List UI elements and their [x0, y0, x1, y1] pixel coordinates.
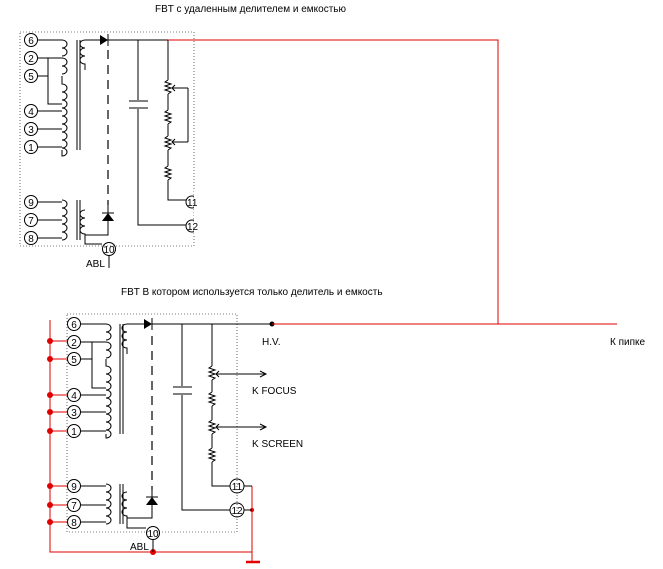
bottom-right-pins: 11 12 [229, 478, 252, 518]
ground-junctions [47, 338, 254, 555]
bottom-fbt-schematic: FBT В котором используется только делите… [47, 287, 646, 564]
bottom-pin-3-label: 3 [71, 408, 77, 419]
top-pin-1-label: 1 [28, 143, 34, 154]
top-pin-3-label: 3 [28, 125, 34, 136]
top-pin-10-label: 10 [103, 245, 115, 256]
top-abl-label: ABL [86, 259, 105, 270]
bottom-primary-coil-upper [105, 323, 112, 439]
bottom-primary-coil-lower [105, 483, 112, 525]
top-abl-pin: 10 ABL [84, 238, 116, 270]
bottom-pin-4-label: 4 [71, 391, 77, 402]
bottom-pin-9-label: 9 [71, 482, 77, 493]
top-divider-chain [163, 40, 189, 201]
bottom-pin-6-label: 6 [71, 320, 77, 331]
top-housing-outline [19, 31, 195, 247]
top-pin-leads [37, 39, 62, 239]
bottom-lower-diode [127, 490, 158, 519]
bottom-pin-2-label: 2 [71, 338, 77, 349]
bottom-pin-5-label: 5 [71, 355, 77, 366]
bottom-pin-1-label: 1 [71, 427, 77, 438]
bottom-pin-12-label: 12 [231, 506, 243, 517]
bottom-divider-chain [207, 324, 268, 487]
top-pin-4-label: 4 [28, 107, 34, 118]
top-hv-capacitor [129, 40, 186, 226]
bottom-pin-7-label: 7 [71, 501, 77, 512]
top-primary-coil-upper [61, 39, 68, 157]
top-secondary-coil [79, 39, 86, 238]
bottom-pin-leads [80, 323, 106, 523]
top-right-pins: 11 12 [185, 190, 204, 235]
top-core [76, 40, 81, 240]
bottom-schematic-title: FBT В котором используется только делите… [121, 287, 383, 298]
top-fbt-schematic: FBT с удаленным делителем и емкостью 6 2… [19, 4, 346, 270]
top-schematic-title: FBT с удаленным делителем и емкостью [155, 4, 346, 15]
bottom-secondary-coil [121, 323, 128, 522]
bottom-pin-8-label: 8 [71, 518, 77, 529]
kinescope-label: К пипке [610, 337, 646, 348]
screen-label: K SCREEN [252, 439, 303, 450]
bottom-hv-capacitor [173, 324, 230, 511]
bottom-housing-outline [66, 313, 238, 533]
top-pin-8-label: 8 [28, 234, 34, 245]
hv-label: H.V. [262, 337, 281, 348]
top-pin-12-label: 12 [187, 222, 199, 233]
top-pin-6-label: 6 [28, 36, 34, 47]
bottom-core [119, 324, 124, 524]
top-lower-diode [85, 205, 114, 236]
top-pin-2-label: 2 [28, 54, 34, 65]
bottom-left-pins: 6 2 5 4 3 1 9 7 8 [67, 317, 81, 529]
bottom-abl-label: ABL [130, 542, 149, 553]
hv-output: H.V. К пипке [262, 321, 646, 348]
top-pin-11-label: 11 [187, 198, 198, 209]
bottom-pin-10-label: 10 [147, 529, 159, 540]
hv-link-wire [168, 39, 499, 324]
top-left-pins: 6 2 5 4 3 1 9 7 8 [24, 33, 38, 245]
ground-rail [49, 320, 253, 553]
bottom-hv-diode [127, 318, 272, 330]
focus-label: K FOCUS [252, 386, 297, 397]
bottom-pin-11-label: 11 [232, 482, 243, 493]
top-pin-7-label: 7 [28, 216, 34, 227]
bottom-abl-pin: 10 ABL [126, 522, 160, 553]
top-pin-9-label: 9 [28, 198, 34, 209]
top-pin-5-label: 5 [28, 72, 34, 83]
top-hv-diode [85, 34, 168, 46]
top-primary-coil-lower [61, 199, 68, 241]
